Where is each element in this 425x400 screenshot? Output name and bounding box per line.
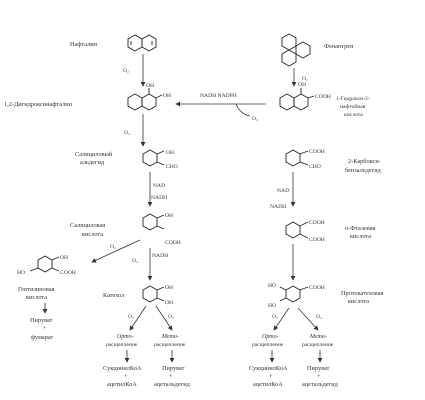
arrow-salacid-gentisic (91, 239, 141, 263)
acetyl-label: ацетилКоА (253, 381, 283, 388)
side-enzyme-label: NADH NADPH (200, 93, 237, 99)
salicylic-acid-structure (142, 213, 165, 231)
acetaldehyde-label: ацетальдегид (302, 381, 339, 388)
pyruvate-label: Пируват (30, 317, 53, 324)
o2-label: O₂ (272, 314, 278, 320)
meta-label-1: Мета- (309, 334, 327, 340)
nad-label: NAD (153, 183, 165, 189)
salicylaldehyde-label-2: альдегид (80, 159, 105, 166)
fumarate-label: фумарат (31, 334, 54, 341)
dihydroxynaphthalene-label: 1,2-Дигидроксинафталин (4, 101, 73, 108)
cooh-group: COOH (309, 237, 325, 243)
meta-label-1: Мета- (161, 334, 179, 340)
o2-label: O₂ (168, 314, 174, 320)
oh-group: OH (166, 150, 174, 156)
cooh-group: COOH (60, 270, 76, 276)
oh-group: OH (163, 93, 171, 99)
hna-label-3: кислота (344, 112, 363, 118)
o2-label: O₂ (123, 68, 129, 74)
o2-label: O₂ (252, 116, 258, 122)
o2-label: O₂ (302, 76, 308, 82)
carboxybenz-label-1: 2-Карбокси- (348, 158, 381, 165)
ortho-label-2: расщепление (252, 342, 284, 348)
nadh-label: NADH (151, 195, 167, 201)
acetyl-label: ацетилКоА (107, 381, 137, 388)
plus-label: + (317, 373, 321, 380)
oh-group: OH (60, 255, 68, 261)
cooh-group: COOH (315, 94, 331, 100)
meta-label-2: расщепление (302, 342, 334, 348)
ortho-label-1: Орто- (117, 334, 134, 340)
succinyl-label: СукцинилКоА (103, 365, 142, 372)
pyruvate-label: Пируват (162, 365, 185, 372)
protocat-label-2: кислота (348, 298, 369, 305)
nadh-label: NADH (152, 253, 168, 259)
carboxybenz-label-2: бензальдегид (345, 167, 382, 174)
pyruvate-label: Пируват (307, 365, 330, 372)
phthalic-acid-structure (285, 221, 309, 239)
naphthalene-label: Нафталин (70, 41, 98, 48)
catechol-structure (142, 285, 165, 303)
ho-group: HO (268, 283, 276, 289)
cooh-group: COOH (309, 149, 325, 155)
side-o2-curve (235, 103, 251, 117)
plus-label: + (169, 373, 173, 380)
phthalic-label-2: кислота (350, 233, 371, 240)
cho-group: CHO (309, 164, 321, 170)
o2-label: O₂ (124, 130, 130, 136)
phthalic-label-1: о-Фталевая (345, 225, 376, 232)
protocat-label-1: Протокатеховая (341, 290, 383, 297)
o2-label: O₂ (316, 314, 322, 320)
ho-group: HO (268, 303, 276, 309)
arrow-protocat-ortho (273, 307, 290, 331)
catechol-label: Катехол (103, 292, 124, 299)
arrow-catechol-meta (155, 305, 173, 331)
gentisic-acid-structure (29, 255, 60, 273)
ortho-label-2: расщепление (106, 342, 138, 348)
succinyl-label: СукцинилКоА (249, 365, 288, 372)
salicylic-label-1: Салициловая (70, 222, 105, 229)
oh-group: OH (165, 285, 173, 291)
protocatechuic-structure (279, 285, 309, 303)
o2-label: O₂ (132, 258, 138, 264)
hna-label-2: нафтойная (340, 103, 366, 110)
salicylaldehyde-structure (142, 149, 165, 167)
oh-group: OH (298, 82, 306, 88)
dihydroxynaphthalene-structure (127, 88, 163, 111)
hna-label-1: 1-Гидрокси-2- (336, 96, 370, 102)
oh-group: OH (165, 213, 173, 219)
salicylaldehyde-label-1: Салициловый (75, 151, 113, 158)
acetaldehyde-label: ацетальдегид (154, 381, 191, 388)
meta-label-2: расщепление (154, 342, 186, 348)
cooh-group: COOH (165, 240, 181, 246)
cho-group: CHO (166, 164, 178, 170)
naphthalene-structure (127, 34, 157, 52)
hydroxynaphthoic-structure (279, 88, 315, 111)
arrow-catechol-ortho (129, 305, 147, 331)
cooh-group: COOH (309, 220, 325, 226)
phenanthrene-label: Фенантрен (324, 43, 354, 50)
nad-label: NAD (277, 188, 289, 194)
gentisic-label-2: кислота (26, 294, 47, 301)
salicylic-label-2: кислота (82, 231, 103, 238)
phenanthrene-structure (281, 33, 311, 67)
plus-label: + (124, 373, 128, 380)
o2-label: O₂ (128, 314, 134, 320)
o2-label: O₂ (110, 244, 116, 250)
cooh-group: COOH (309, 285, 325, 291)
ortho-label-1: Орто- (262, 334, 279, 340)
oh-group: OH (165, 300, 173, 306)
plus-label: + (269, 373, 273, 380)
carboxybenzaldehyde-structure (285, 149, 309, 167)
gentisic-label-1: Гентизиновая (18, 286, 55, 293)
arrow-protocat-meta (297, 307, 319, 331)
ho-group: HO (17, 270, 25, 276)
plus-label: + (43, 325, 47, 332)
oh-group: OH (146, 83, 154, 89)
nadh-label: NADH (270, 204, 286, 210)
